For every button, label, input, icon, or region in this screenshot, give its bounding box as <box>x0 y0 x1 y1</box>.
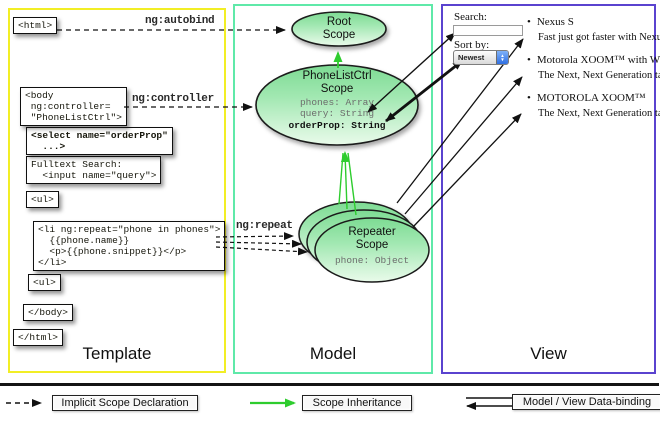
view-item-3-desc: The Next, Next Generation tablet. <box>538 108 660 119</box>
model-column <box>233 4 433 374</box>
select-stepper-icon: ▲▼ <box>496 51 508 64</box>
code-ul-close: <ul> <box>28 274 61 291</box>
sort-select[interactable]: Newest ▲▼ <box>453 50 509 65</box>
code-body-open: <body ng:controller= "PhoneListCtrl"> <box>20 87 127 126</box>
ng-autobind-label: ng:autobind <box>145 15 215 27</box>
model-column-label: Model <box>309 344 357 363</box>
template-column <box>8 8 226 373</box>
view-item-1-title: •Nexus S <box>527 16 574 28</box>
legend-scope-inheritance: Scope Inheritance <box>302 395 412 411</box>
legend-databinding: Model / View Data-binding <box>512 394 660 410</box>
code-html-close: </html> <box>13 329 63 346</box>
bullet-icon: • <box>527 16 531 28</box>
bullet-icon: • <box>527 54 531 66</box>
bullet-icon: • <box>527 92 531 104</box>
code-html-open: <html> <box>13 17 58 34</box>
phonelistctrl-scope-title: PhoneListCtrl Scope <box>302 70 372 95</box>
ng-controller-label: ng:controller <box>132 93 214 105</box>
legend-implicit-scope: Implicit Scope Declaration <box>52 395 198 411</box>
search-label: Search: <box>454 11 487 23</box>
code-fulltext-search: Fulltext Search: <input name="query"> <box>26 156 162 184</box>
repeater-scope-title: Repeater Scope <box>348 226 396 251</box>
phonelistctrl-scope-orderprop: orderProp: String <box>288 120 386 131</box>
root-scope-title: Root Scope <box>322 16 356 41</box>
repeater-scope-prop: phone: Object <box>334 255 410 266</box>
code-body-close: </body> <box>23 304 73 321</box>
code-li-repeat: <li ng:repeat="phone in phones"> {{phone… <box>33 221 226 271</box>
code-select: <select name="orderProp" ...> <box>26 127 173 155</box>
view-item-2-desc: The Next, Next Generation tablet. <box>538 70 660 81</box>
view-item-3-title: •MOTOROLA XOOM™ <box>527 92 646 104</box>
view-item-2-title: •Motorola XOOM™ with Wi-Fi <box>527 54 660 66</box>
view-item-1-desc: Fast just got faster with Nexus S. <box>538 32 660 43</box>
code-ul-open: <ul> <box>26 191 59 208</box>
sort-select-value: Newest <box>458 53 485 62</box>
view-column-label: View <box>530 344 567 363</box>
legend-separator <box>0 383 659 386</box>
search-input[interactable] <box>453 25 523 36</box>
phonelistctrl-scope-props: phones: Array query: String <box>299 97 375 119</box>
ng-repeat-label: ng:repeat <box>236 220 293 232</box>
template-column-label: Template <box>82 344 152 363</box>
